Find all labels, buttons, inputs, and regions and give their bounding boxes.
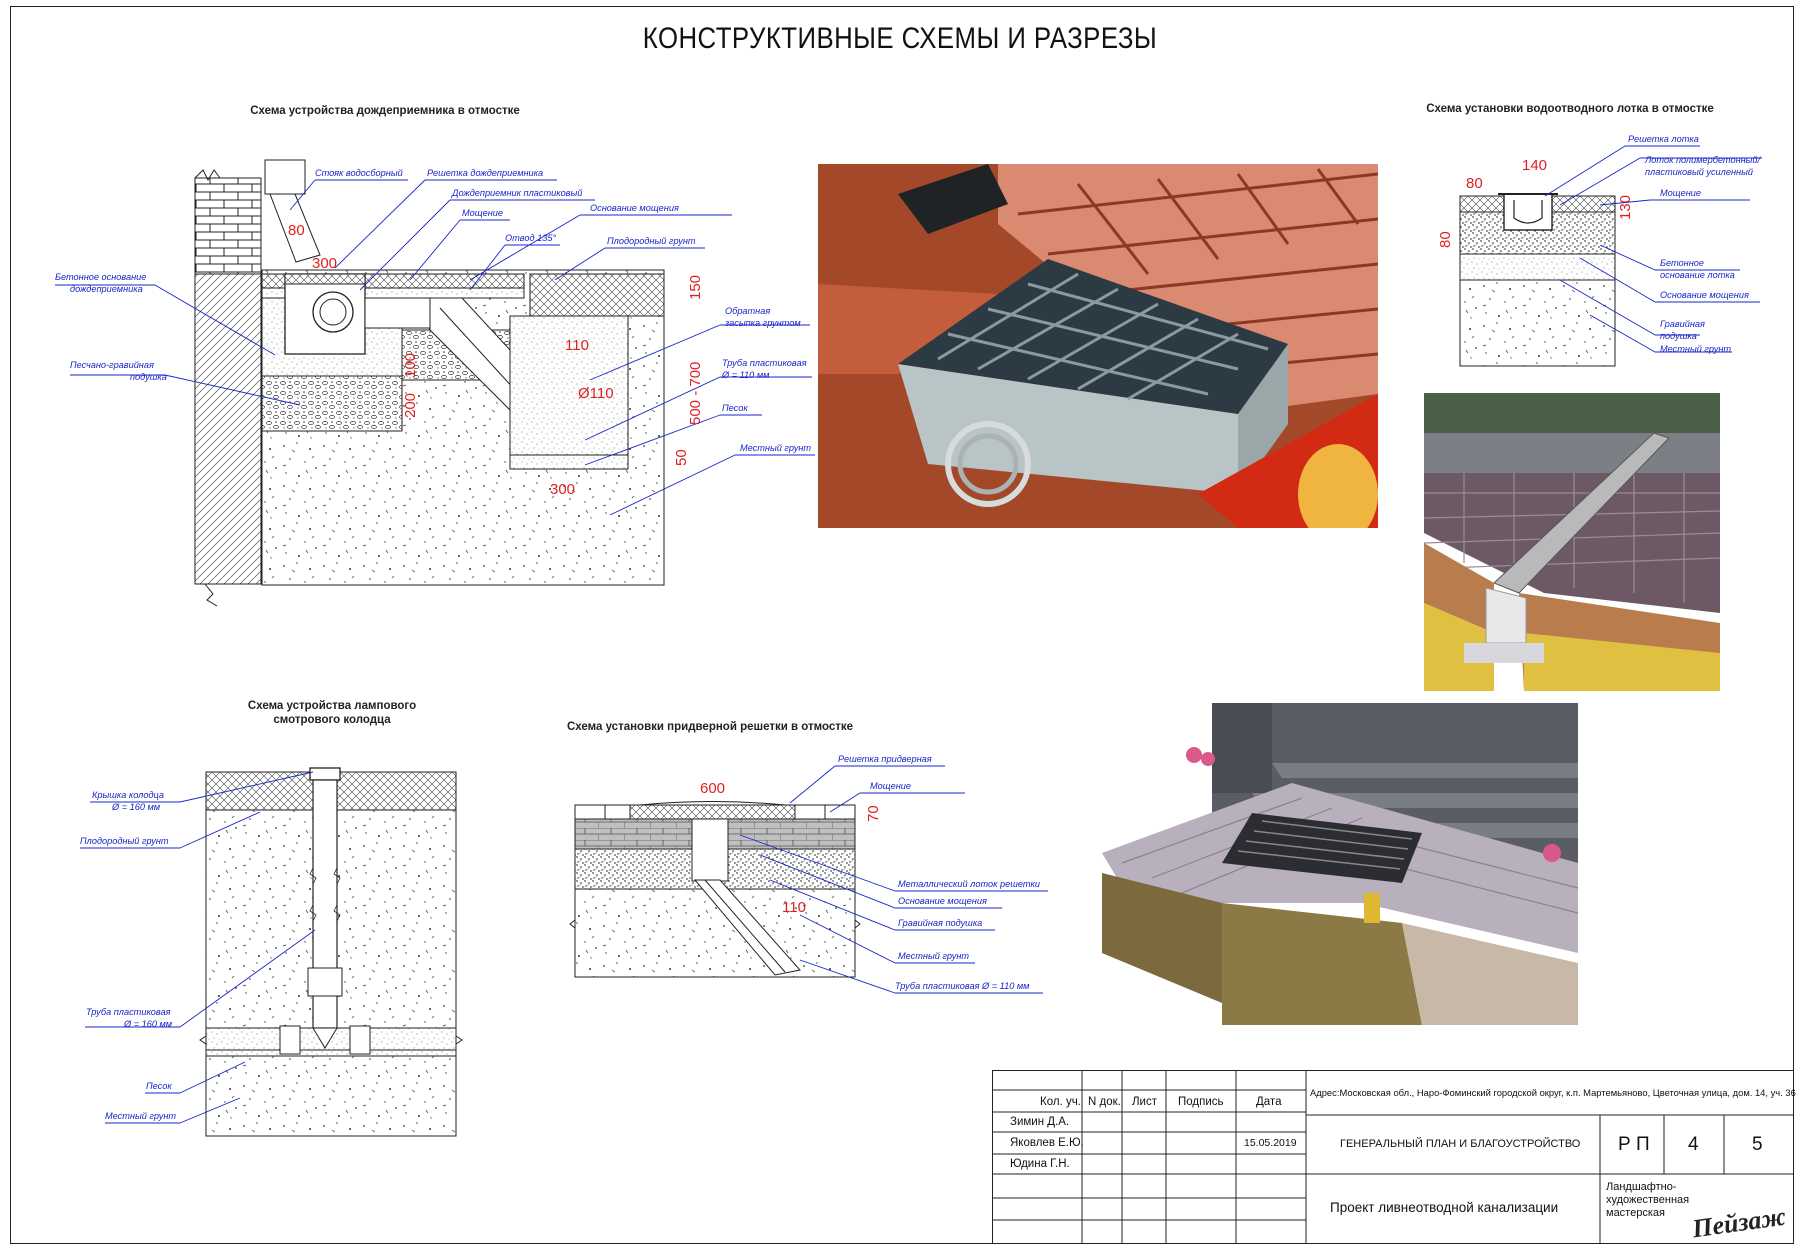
label-concrete-base-1: Бетонное основание	[55, 272, 146, 282]
dim-150: 150	[687, 275, 704, 300]
label-well-pipe-2: Ø = 160 мм	[123, 1019, 173, 1029]
label-inlet-grate: Решетка дождеприемника	[427, 168, 543, 178]
tb-project-name: Проект ливнеотводной канализации	[1330, 1200, 1559, 1215]
dim-200: 200	[402, 393, 419, 418]
label-pipe-1: Труба пластиковая	[722, 358, 807, 368]
label-sand-gravel-1: Песчано-гравийная	[70, 360, 154, 370]
photo-rain-inlet	[818, 164, 1378, 528]
dim-600: 600	[700, 780, 725, 797]
tb-sheet-number: 4	[1688, 1134, 1699, 1155]
tb-sheet-total: 5	[1752, 1134, 1763, 1155]
label-well-cover-2: Ø = 160 мм	[111, 802, 161, 812]
title-block-grid	[992, 1070, 1794, 1244]
dim-130: 130	[1617, 195, 1634, 220]
dim-50: 50	[673, 449, 690, 466]
dim-110: 110	[565, 337, 589, 354]
label-well-sand: Песок	[146, 1081, 172, 1091]
label-channel-concrete-2: основание лотка	[1660, 270, 1735, 280]
dim-80: 80	[288, 222, 305, 239]
label-backfill-1: Обратная	[725, 306, 770, 316]
label-riser: Стояк водосборный	[315, 168, 403, 178]
tb-person-3: Юдина Г.Н.	[1010, 1158, 1070, 1170]
section-title-lamp-well: Схема устройства лампового смотрового ко…	[247, 700, 417, 726]
tb-studio-line-2: художественная	[1606, 1194, 1690, 1206]
section-title-rain-inlet: Схема устройства дождеприемника в отмост…	[250, 105, 520, 117]
photo-door-grate	[1102, 703, 1578, 1025]
label-channel-paving-base: Основание мощения	[1660, 290, 1749, 300]
label-paving-base: Основание мощения	[590, 203, 679, 213]
dim-140: 140	[1522, 157, 1547, 174]
label-paving: Мощение	[462, 208, 503, 218]
label-tray-2: пластиковый усиленный	[1645, 167, 1753, 177]
label-door-grate: Решетка придверная	[838, 754, 932, 764]
dim-300-bottom: 300	[550, 481, 575, 498]
photo-channel	[1424, 393, 1720, 691]
label-plastic-inlet: Дождеприемник пластиковый	[451, 188, 582, 198]
section-title-channel: Схема установки водоотводного лотка в от…	[1426, 103, 1714, 115]
dim-100: 100	[402, 353, 419, 378]
label-channel-grate: Решетка лотка	[1628, 134, 1699, 144]
label-sand-gravel-2: подушка	[130, 372, 167, 382]
label-door-tray: Металлический лоток решетки	[898, 879, 1040, 889]
label-elbow: Отвод 135°	[505, 233, 556, 243]
tb-studio-line-1: Ландшафтно-	[1606, 1181, 1677, 1193]
label-channel-gravel-2: подушка	[1660, 331, 1697, 341]
drawing-sheet	[10, 6, 1794, 1244]
tb-person-1: Зимин Д.А.	[1010, 1116, 1070, 1128]
tb-plan-title: ГЕНЕРАЛЬНЫЙ ПЛАН И БЛАГОУСТРОЙСТВО	[1340, 1138, 1581, 1150]
label-door-gravel: Гравийная подушка	[898, 918, 982, 928]
dim-80b: 80	[1437, 231, 1454, 248]
tb-date: 15.05.2019	[1244, 1137, 1297, 1149]
tb-header-sheet: Лист	[1132, 1096, 1157, 1108]
label-backfill-2: засыпка грунтом	[724, 318, 801, 328]
tb-address: Адрес:Московская обл., Наро-Фоминский го…	[1310, 1087, 1796, 1098]
dim-110-door: 110	[782, 899, 806, 916]
dim-70: 70	[865, 805, 882, 822]
title-block: Кол. уч. N док. Лист Подпись Дата Зимин …	[992, 1070, 1796, 1244]
label-channel-gravel-1: Гравийная	[1660, 319, 1705, 329]
label-sand: Песок	[722, 403, 748, 413]
tb-header-qty: Кол. уч.	[1040, 1096, 1081, 1108]
label-channel-concrete-1: Бетонное	[1660, 258, 1704, 268]
label-channel-local-soil: Местный грунт	[1660, 344, 1731, 354]
label-well-topsoil: Плодородный грунт	[80, 836, 169, 846]
tb-stage: Р П	[1618, 1134, 1650, 1155]
label-channel-paving: Мощение	[1660, 188, 1701, 198]
label-door-local-soil: Местный грунт	[898, 951, 969, 961]
label-concrete-base-2: дождеприемника	[70, 284, 143, 294]
tb-studio: Ландшафтно- художественная мастерская	[1606, 1181, 1689, 1220]
label-pipe-2: Ø = 110 мм	[721, 370, 770, 380]
dim-500-700: 500 - 700	[687, 362, 704, 425]
dim-300-top: 300	[312, 255, 337, 272]
label-door-pipe: Труба пластиковая Ø = 110 мм	[895, 981, 1030, 991]
label-local-soil: Местный грунт	[740, 443, 811, 453]
section-title-door-grate: Схема установки придверной решетки в отм…	[566, 721, 854, 733]
tb-header-date: Дата	[1256, 1096, 1282, 1108]
label-door-paving-base: Основание мощения	[898, 896, 987, 906]
label-well-pipe-1: Труба пластиковая	[86, 1007, 171, 1017]
label-tray-1: Лоток полимербетонный/	[1644, 155, 1762, 165]
dim-pipe-diameter: Ø110	[578, 385, 614, 402]
page-title: КОНСТРУКТИВНЫЕ СХЕМЫ И РАЗРЕЗЫ	[642, 22, 1158, 55]
dim-80a: 80	[1466, 175, 1483, 192]
tb-person-2: Яковлев Е.Ю.	[1010, 1137, 1084, 1149]
tb-header-sign: Подпись	[1178, 1096, 1224, 1108]
label-well-cover-1: Крышка колодца	[92, 790, 164, 800]
label-topsoil: Плодородный грунт	[607, 236, 696, 246]
tb-header-doc: N док.	[1088, 1096, 1121, 1108]
tb-studio-line-3: мастерская	[1606, 1207, 1665, 1219]
label-well-local-soil: Местный грунт	[105, 1111, 176, 1121]
label-door-paving: Мощение	[870, 781, 911, 791]
